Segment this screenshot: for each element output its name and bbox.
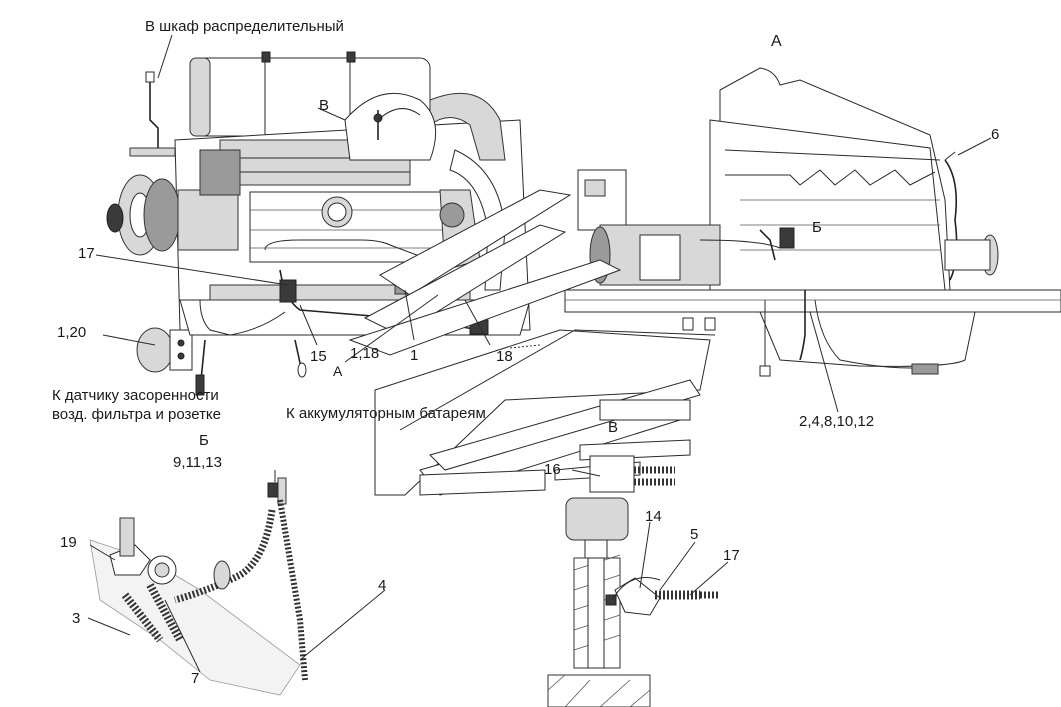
leader-lines (87, 34, 992, 673)
label-detail-v-top: В (319, 97, 330, 114)
label-sensor-line1: К датчику засоренности (52, 387, 219, 404)
label-to-distribution-cabinet: В шкаф распределительный (145, 18, 344, 35)
label-item-16: 16 (544, 461, 561, 478)
label-item-19: 19 (60, 534, 77, 551)
label-item-1: 1 (410, 347, 419, 364)
label-item-3: 3 (72, 610, 81, 627)
label-view-a: А (771, 33, 782, 50)
label-item-9-11-13: 9,11,13 (173, 454, 222, 471)
label-item-5: 5 (690, 526, 699, 543)
label-sensor-line2: возд. фильтра и розетке (52, 406, 222, 423)
label-item-4: 4 (378, 577, 387, 594)
label-detail-v-bottom: В (608, 419, 619, 436)
label-item-7: 7 (191, 670, 200, 687)
view-a-engine (564, 67, 1061, 377)
label-to-batteries: К аккумуляторным батареям (286, 405, 486, 422)
label-item-17-left: 17 (78, 245, 95, 262)
label-item-1-20: 1,20 (57, 324, 87, 341)
label-a-small: А (333, 363, 343, 379)
label-item-15: 15 (310, 348, 327, 365)
label-item-6: 6 (991, 126, 1000, 143)
label-arrow-b: Б (812, 219, 822, 236)
label-item-2-4-8-10-12: 2,4,8,10,12 (799, 413, 875, 430)
label-item-17-right: 17 (723, 547, 740, 564)
detail-b (89, 477, 308, 696)
leader-stripes (348, 189, 716, 496)
detail-v (547, 455, 720, 707)
label-item-14: 14 (645, 508, 662, 525)
label-item-18: 18 (496, 348, 513, 365)
label-section-b: Б (199, 432, 209, 449)
label-item-1-18: 1,18 (350, 345, 380, 362)
